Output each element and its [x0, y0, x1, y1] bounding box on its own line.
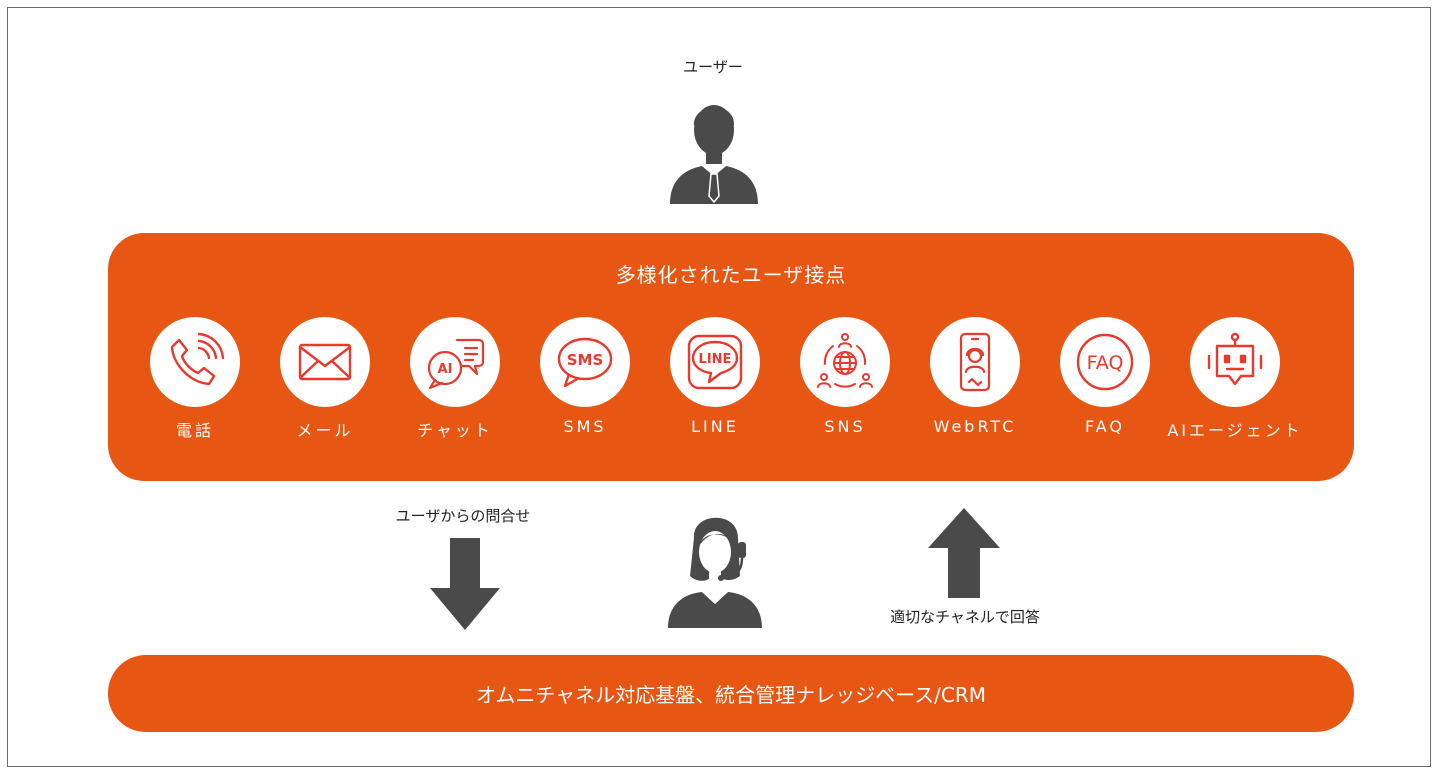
touchpoints-title: 多様化されたユーザ接点	[615, 263, 847, 287]
faq-icon: FAQ	[1060, 317, 1150, 407]
inquiry-label: ユーザからの問合せ	[395, 507, 531, 525]
channel-webrtc: WebRTC	[900, 317, 1050, 447]
business-person-icon	[670, 105, 758, 204]
faq-icon-text: FAQ	[1087, 352, 1124, 374]
channel-label: メール	[296, 421, 354, 440]
channel-mail: メール	[250, 317, 400, 447]
channel-label: チャット	[417, 421, 493, 440]
channel-label: SMS	[563, 417, 607, 436]
touchpoints-panel: 多様化されたユーザ接点 電話 メール	[108, 233, 1354, 481]
mail-icon	[280, 317, 370, 407]
video-call-icon	[930, 317, 1020, 407]
channel-label: AIエージェント	[1167, 421, 1303, 440]
chat-icon-text: AI	[438, 362, 453, 377]
arrow-up-icon	[928, 508, 1000, 598]
platform-bar: オムニチャネル対応基盤、統合管理ナレッジベース/CRM	[108, 655, 1354, 732]
line-icon-text: LINE	[699, 352, 732, 367]
channel-phone: 電話	[120, 317, 270, 447]
channel-label: 電話	[175, 421, 214, 440]
line-icon: LINE	[670, 317, 760, 407]
answer-label: 適切なチャネルで回答	[890, 608, 1040, 626]
sms-icon: SMS	[540, 317, 630, 407]
sns-network-icon	[800, 317, 890, 407]
channel-label: WebRTC	[933, 417, 1017, 436]
platform-label: オムニチャネル対応基盤、統合管理ナレッジベース/CRM	[475, 683, 987, 707]
operator-headset-icon	[668, 517, 762, 628]
channel-label: SNS	[824, 417, 866, 436]
channel-ai-agent: AIエージェント	[1160, 317, 1310, 447]
robot-icon	[1190, 317, 1280, 407]
channel-line: LINE LINE	[640, 317, 790, 447]
channel-label: FAQ	[1085, 417, 1125, 436]
channel-label: LINE	[691, 417, 739, 436]
channel-chat: AI チャット	[380, 317, 530, 447]
chat-icon: AI	[410, 317, 500, 407]
arrow-down-icon	[430, 538, 500, 630]
diagram-frame: ユーザー 多様化されたユーザ接点 電話	[7, 7, 1431, 767]
channel-sns: SNS	[770, 317, 920, 447]
channel-faq: FAQ FAQ	[1030, 317, 1180, 447]
user-label: ユーザー	[683, 58, 743, 76]
phone-icon	[150, 317, 240, 407]
sms-icon-text: SMS	[567, 351, 604, 369]
channel-sms: SMS SMS	[510, 317, 660, 447]
